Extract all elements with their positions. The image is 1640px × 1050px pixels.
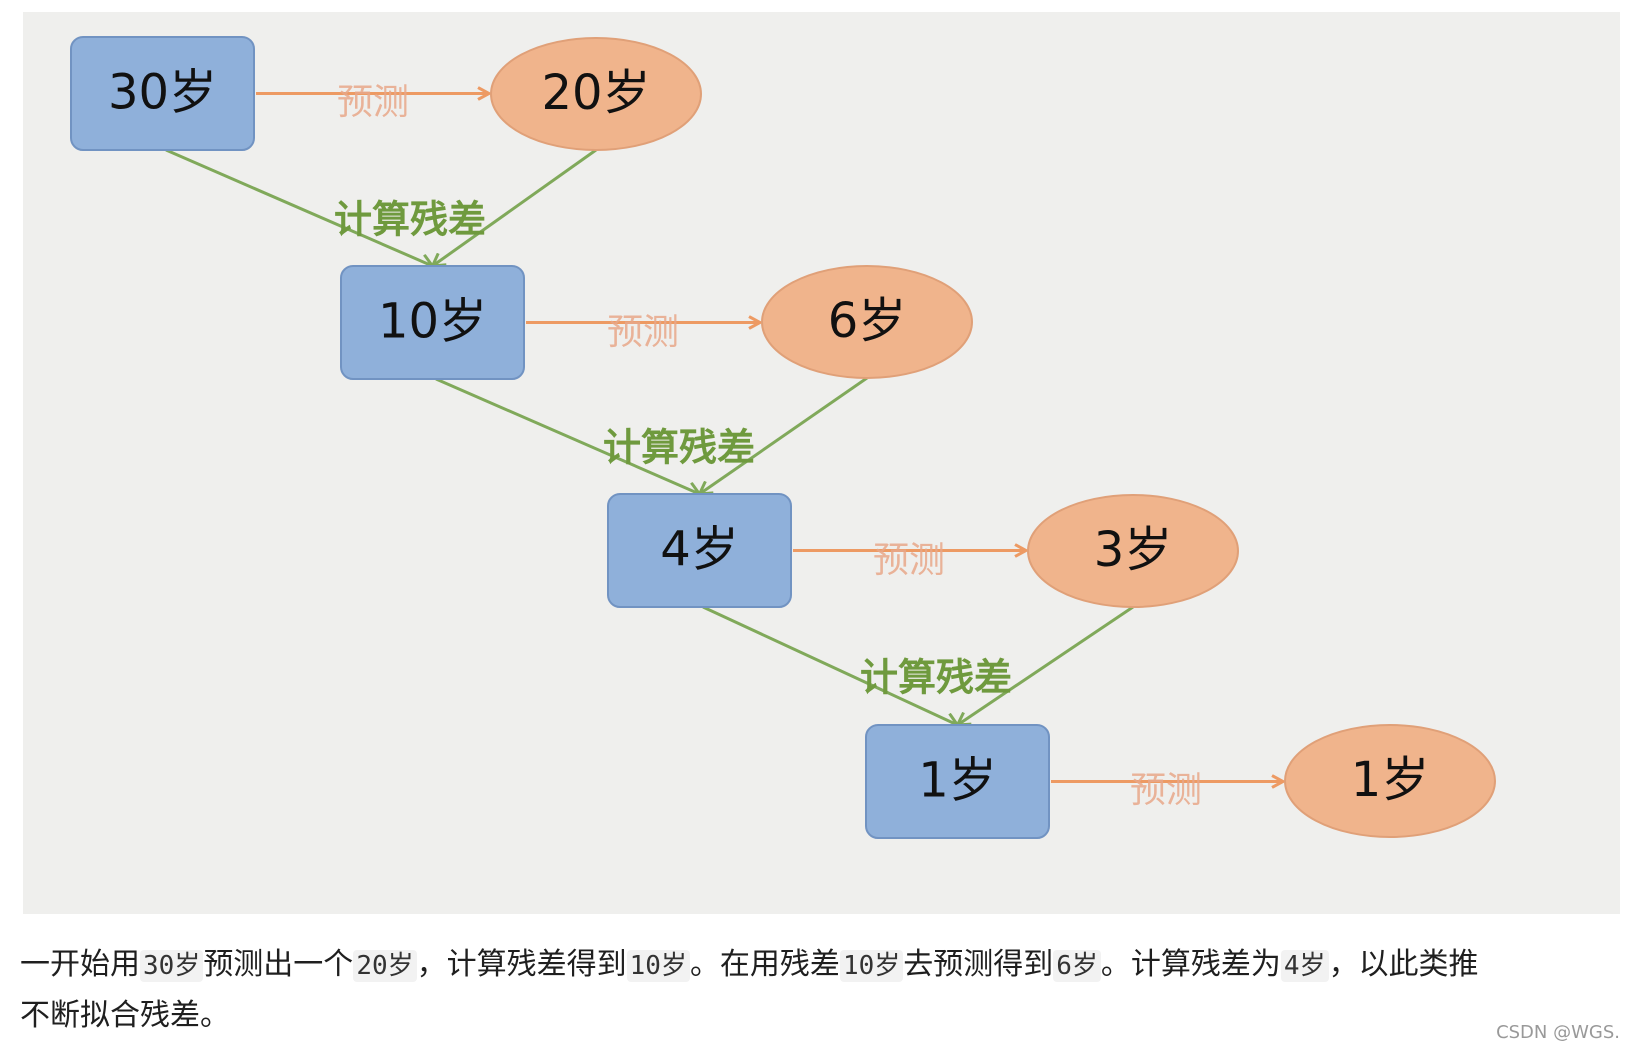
inline-code: 10岁 xyxy=(626,950,690,982)
predict-label: 预测 xyxy=(1130,770,1202,811)
target-box xyxy=(70,36,255,151)
prediction-ellipse-label: 1岁 xyxy=(1351,752,1430,808)
prediction-ellipse-label: 6岁 xyxy=(828,293,907,349)
inline-code: 30岁 xyxy=(140,950,204,982)
residual-label: 计算残差 xyxy=(860,656,1012,700)
prediction-ellipse xyxy=(761,265,973,379)
inline-code: 10岁 xyxy=(839,950,904,982)
inline-code: 4岁 xyxy=(1280,950,1329,982)
caption-text: 。在用残差 xyxy=(689,947,840,982)
caption-text: 去预测得到 xyxy=(903,947,1054,982)
caption-text: ，计算残差得到 xyxy=(416,947,627,982)
residual-arrow xyxy=(700,376,868,494)
target-box xyxy=(607,493,792,608)
predict-label: 预测 xyxy=(607,312,679,353)
prediction-ellipse xyxy=(1027,494,1239,608)
predict-label: 预测 xyxy=(873,540,945,581)
prediction-ellipse xyxy=(1284,724,1496,838)
residual-label: 计算残差 xyxy=(334,198,486,242)
residual-arrow xyxy=(702,605,958,725)
prediction-ellipse-label: 20岁 xyxy=(541,65,650,121)
prediction-ellipse-label: 3岁 xyxy=(1094,522,1173,578)
target-box xyxy=(340,265,525,380)
watermark: CSDN @WGS. xyxy=(1496,1022,1620,1043)
prediction-ellipse xyxy=(490,37,702,151)
caption-text: 不断拟合残差。 xyxy=(20,998,230,1033)
caption-text: 预测出一个 xyxy=(203,947,354,982)
residual-arrow xyxy=(433,148,597,266)
residual-arrow xyxy=(165,148,433,266)
caption-text: 一开始用 xyxy=(20,947,140,982)
target-box-label: 4岁 xyxy=(660,522,739,578)
predict-label: 预测 xyxy=(337,82,409,123)
target-box-label: 1岁 xyxy=(918,753,997,809)
target-box-label: 30岁 xyxy=(108,65,217,121)
target-box-label: 10岁 xyxy=(378,294,487,350)
inline-code: 6岁 xyxy=(1053,950,1101,982)
residual-label: 计算残差 xyxy=(603,426,755,470)
inline-code: 20岁 xyxy=(353,950,417,982)
caption-text: ，以此类推 xyxy=(1328,947,1479,982)
residual-arrow xyxy=(435,377,700,494)
target-box xyxy=(865,724,1050,839)
caption-text: 。计算残差为 xyxy=(1100,947,1281,982)
residual-arrow xyxy=(958,605,1134,725)
